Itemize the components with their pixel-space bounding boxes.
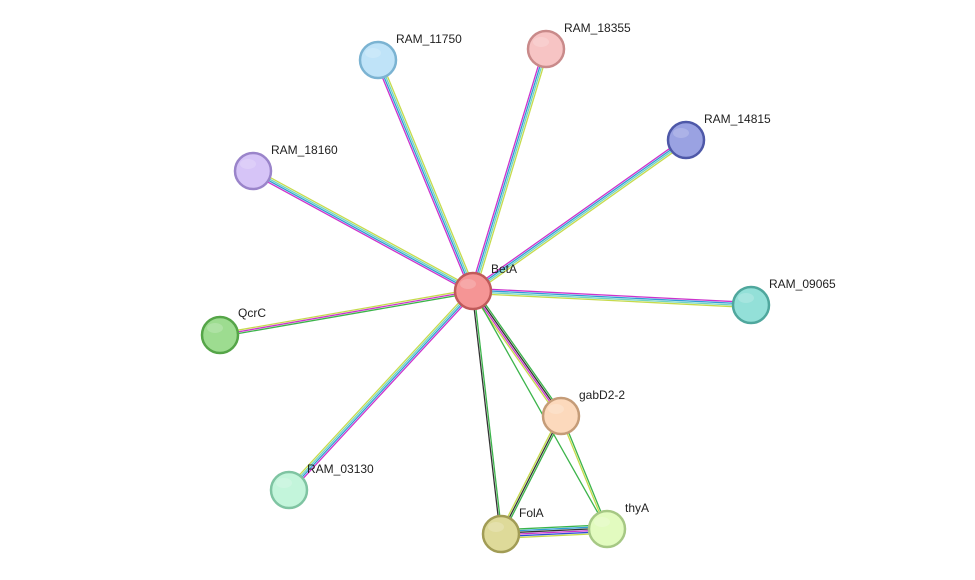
node-highlight (207, 323, 223, 333)
node-label: FolA (519, 506, 544, 520)
node-label: BetA (491, 262, 517, 276)
edge-beta-qcrc[interactable] (219, 288, 474, 338)
edge-beta-thya[interactable] (472, 290, 608, 530)
edge-strand (220, 292, 474, 338)
edge-strand (378, 59, 475, 291)
edge-beta-ram-03130[interactable] (286, 288, 476, 493)
node-highlight (548, 404, 564, 414)
node-ram-03130[interactable]: RAM_03130 (269, 462, 374, 510)
node-layer: BetA RAM_11750 RAM_18355RAM_14815RAM_18160… (200, 21, 836, 554)
node-thya[interactable]: thyA (587, 501, 649, 549)
node-highlight (365, 48, 381, 58)
node-circle[interactable] (526, 29, 566, 69)
edge-strand (472, 290, 608, 530)
node-label: RAM_03130 (307, 462, 374, 476)
edge-strand (251, 172, 473, 294)
edge-strand (252, 171, 473, 293)
node-highlight (460, 279, 476, 289)
node-circle[interactable] (358, 40, 398, 80)
node-highlight (738, 293, 754, 303)
node-gabd2-2[interactable]: gabD2-2 (541, 388, 625, 436)
node-ram-09065[interactable]: RAM_09065 (731, 277, 836, 325)
edge-beta-ram-09065[interactable] (472, 287, 752, 309)
node-ram-18160[interactable]: RAM_18160 (233, 143, 338, 191)
edge-strand (501, 416, 564, 536)
edge-strand (471, 291, 561, 417)
node-qcrc[interactable]: QcrC (200, 306, 266, 355)
node-label: RAM_18355 (564, 21, 631, 35)
node-circle[interactable] (269, 470, 309, 510)
edge-strand (471, 291, 501, 535)
edge-strand (471, 48, 546, 291)
edge-layer (219, 48, 752, 539)
node-label: RAM_09065 (769, 277, 836, 291)
edge-beta-ram-14815[interactable] (471, 137, 688, 294)
node-label: RAM_18160 (271, 143, 338, 157)
edge-strand (474, 49, 550, 292)
edge-strand (472, 291, 751, 307)
node-circle[interactable] (731, 285, 771, 325)
edge-strand (472, 292, 751, 309)
edge-strand (287, 289, 473, 490)
node-highlight (673, 128, 689, 138)
edge-strand (500, 415, 562, 535)
edge-gabd2-2-fola[interactable] (498, 414, 564, 536)
node-label: RAM_11750 (396, 32, 462, 46)
node-ram-11750[interactable]: RAM_11750 (358, 32, 462, 80)
edge-strand (469, 48, 545, 291)
edge-strand (286, 288, 472, 489)
node-highlight (594, 517, 610, 527)
edge-beta-ram-11750[interactable] (375, 58, 476, 293)
node-fola[interactable]: FolA (481, 506, 544, 554)
node-circle[interactable] (587, 509, 627, 549)
node-circle[interactable] (233, 151, 273, 191)
edge-strand (473, 290, 503, 534)
edge-strand (474, 141, 688, 294)
edge-beta-fola[interactable] (471, 290, 503, 535)
node-label: RAM_14815 (704, 112, 771, 126)
node-label: thyA (625, 501, 649, 515)
edge-strand (561, 415, 609, 529)
edge-gabd2-2-thya[interactable] (559, 415, 609, 530)
node-label: QcrC (238, 306, 266, 320)
edge-strand (473, 287, 752, 304)
edge-beta-ram-18355[interactable] (469, 48, 550, 292)
node-circle[interactable] (200, 315, 240, 355)
node-highlight (488, 522, 504, 532)
edge-strand (289, 291, 475, 492)
edge-strand (473, 140, 687, 293)
edge-strand (471, 137, 685, 290)
node-highlight (276, 478, 292, 488)
edge-strand (473, 289, 752, 305)
node-ram-18355[interactable]: RAM_18355 (526, 21, 631, 69)
node-ram-14815[interactable]: RAM_14815 (666, 112, 771, 160)
node-highlight (240, 159, 256, 169)
edge-strand (498, 414, 561, 534)
edge-strand (472, 138, 686, 291)
edge-strand (253, 169, 474, 291)
node-highlight (533, 37, 549, 47)
edge-strand (219, 290, 474, 336)
node-circle[interactable] (541, 396, 581, 436)
edge-strand (473, 49, 548, 292)
edge-strand (290, 292, 476, 493)
edge-strand (559, 416, 607, 530)
edge-strand (379, 58, 476, 291)
edge-strand (473, 290, 563, 416)
edge-strand (375, 60, 472, 293)
edge-strand (253, 168, 475, 290)
edge-strand (219, 288, 473, 334)
node-label: gabD2-2 (579, 388, 625, 402)
edge-beta-ram-18160[interactable] (251, 168, 475, 294)
node-circle[interactable] (666, 120, 706, 160)
node-circle[interactable] (481, 514, 521, 554)
edge-strand (474, 289, 564, 415)
edge-strand (376, 60, 473, 292)
node-beta[interactable]: BetA (453, 262, 517, 311)
node-circle[interactable] (453, 271, 493, 311)
